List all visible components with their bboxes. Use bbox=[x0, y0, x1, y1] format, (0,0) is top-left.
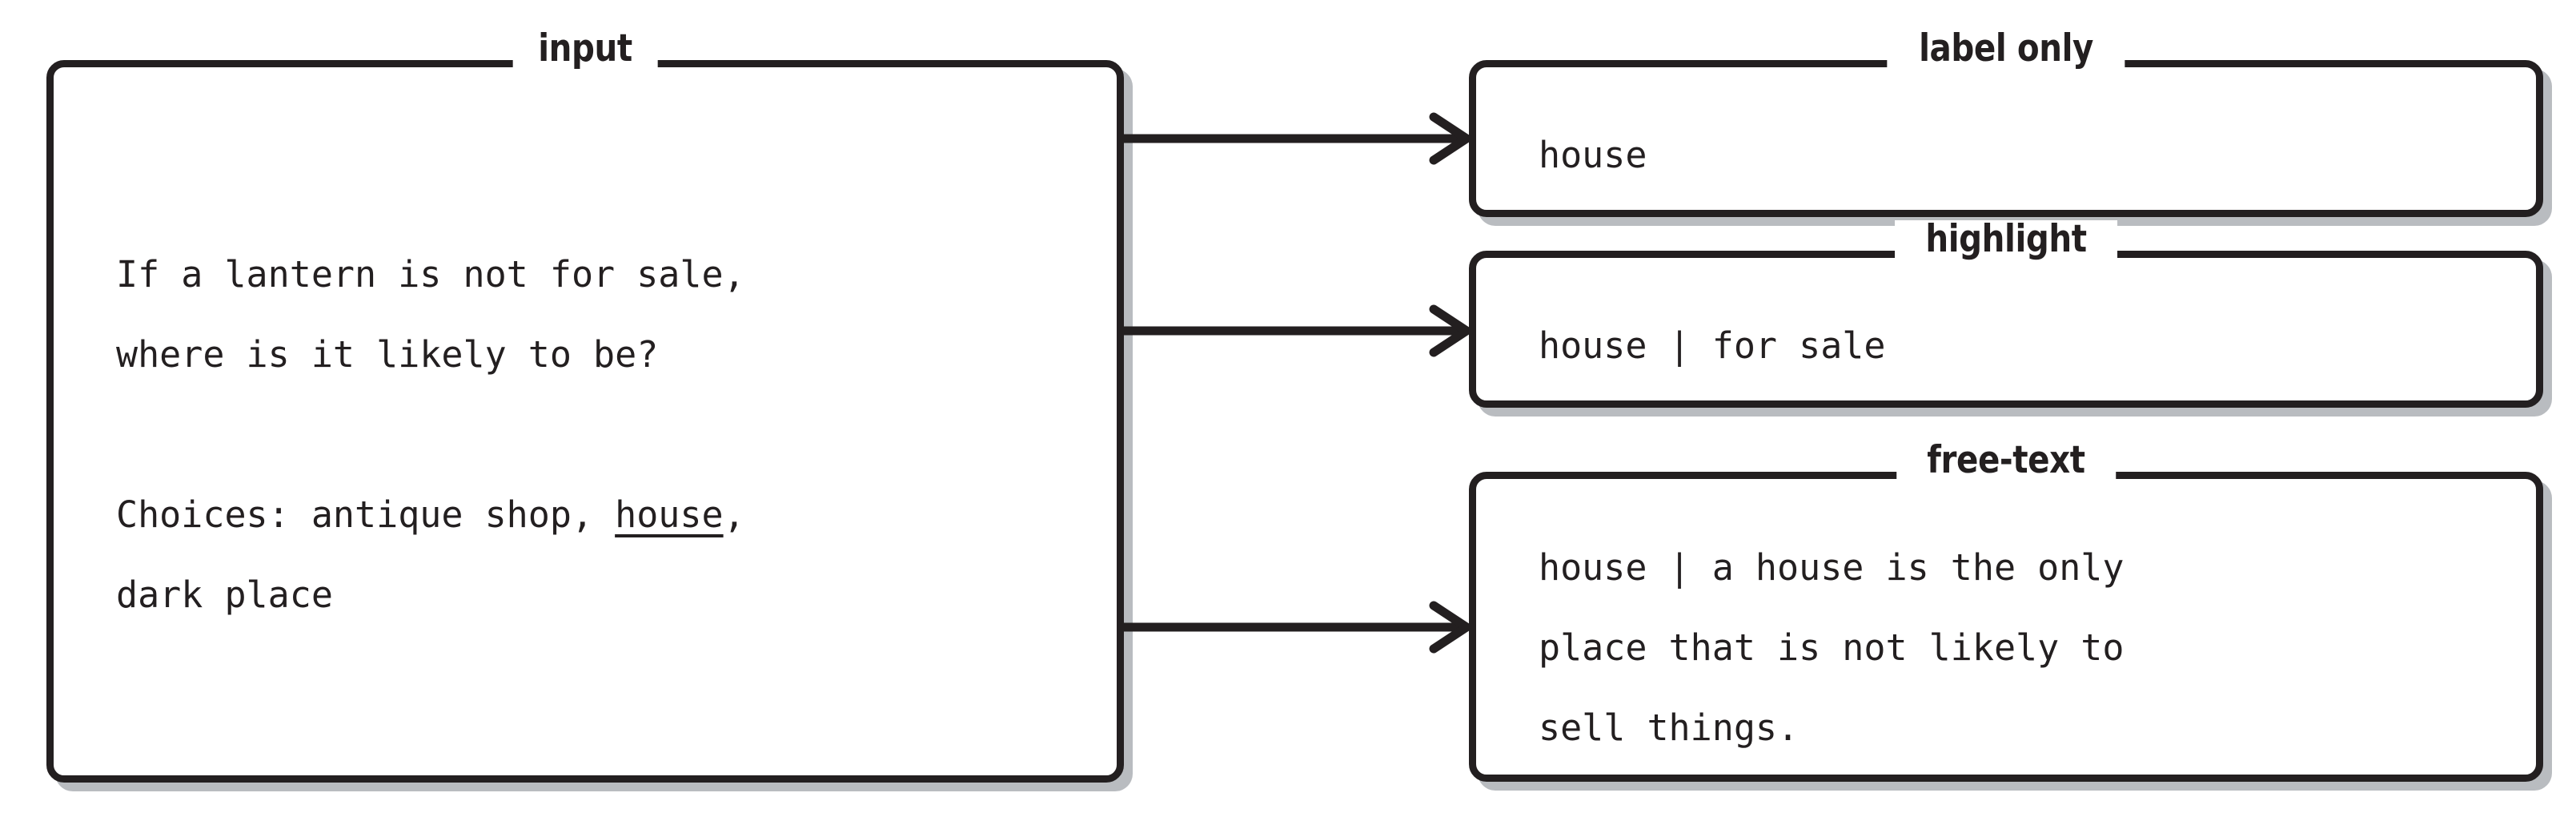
arrow-input-to-highlight bbox=[1124, 304, 1471, 357]
free-text-line-2: place that is not likely to bbox=[1539, 626, 2125, 669]
choices-suffix: , bbox=[723, 493, 745, 536]
highlight-line-1: house | for sale bbox=[1539, 324, 1886, 367]
highlight-box-title: highlight bbox=[1895, 220, 2117, 258]
input-question-line-2: where is it likely to be? bbox=[116, 333, 659, 376]
input-choices-line-1: Choices: antique shop, house, bbox=[116, 490, 1117, 540]
label-only-line-1: house bbox=[1539, 134, 1647, 176]
highlight-box-body: house | for sale bbox=[1476, 258, 2536, 400]
free-text-line-3: sell things. bbox=[1539, 706, 1800, 749]
input-box: input If a lantern is not for sale, wher… bbox=[46, 30, 1124, 783]
input-box-body: If a lantern is not for sale, where is i… bbox=[54, 67, 1117, 775]
arrow-input-to-free-text bbox=[1124, 601, 1471, 654]
free-text-box-body: house | a house is the only place that i… bbox=[1476, 479, 2536, 775]
label-only-box: label only house bbox=[1469, 30, 2543, 217]
free-text-line-1: house | a house is the only bbox=[1539, 546, 2125, 589]
free-text-box: free-text house | a house is the only pl… bbox=[1469, 441, 2543, 782]
input-question-line-1: If a lantern is not for sale, bbox=[116, 253, 745, 296]
arrow-input-to-label-only bbox=[1124, 112, 1471, 165]
input-blank-line bbox=[116, 410, 1117, 460]
label-only-box-title: label only bbox=[1887, 30, 2125, 67]
label-only-box-body: house bbox=[1476, 67, 2536, 210]
choices-prefix: Choices: antique shop, bbox=[116, 493, 616, 536]
free-text-box-title: free-text bbox=[1896, 441, 2116, 479]
input-box-title: input bbox=[512, 30, 658, 67]
input-choices-line-2: dark place bbox=[116, 573, 333, 616]
choices-answer-underlined: house bbox=[615, 493, 724, 536]
highlight-box: highlight house | for sale bbox=[1469, 220, 2543, 408]
